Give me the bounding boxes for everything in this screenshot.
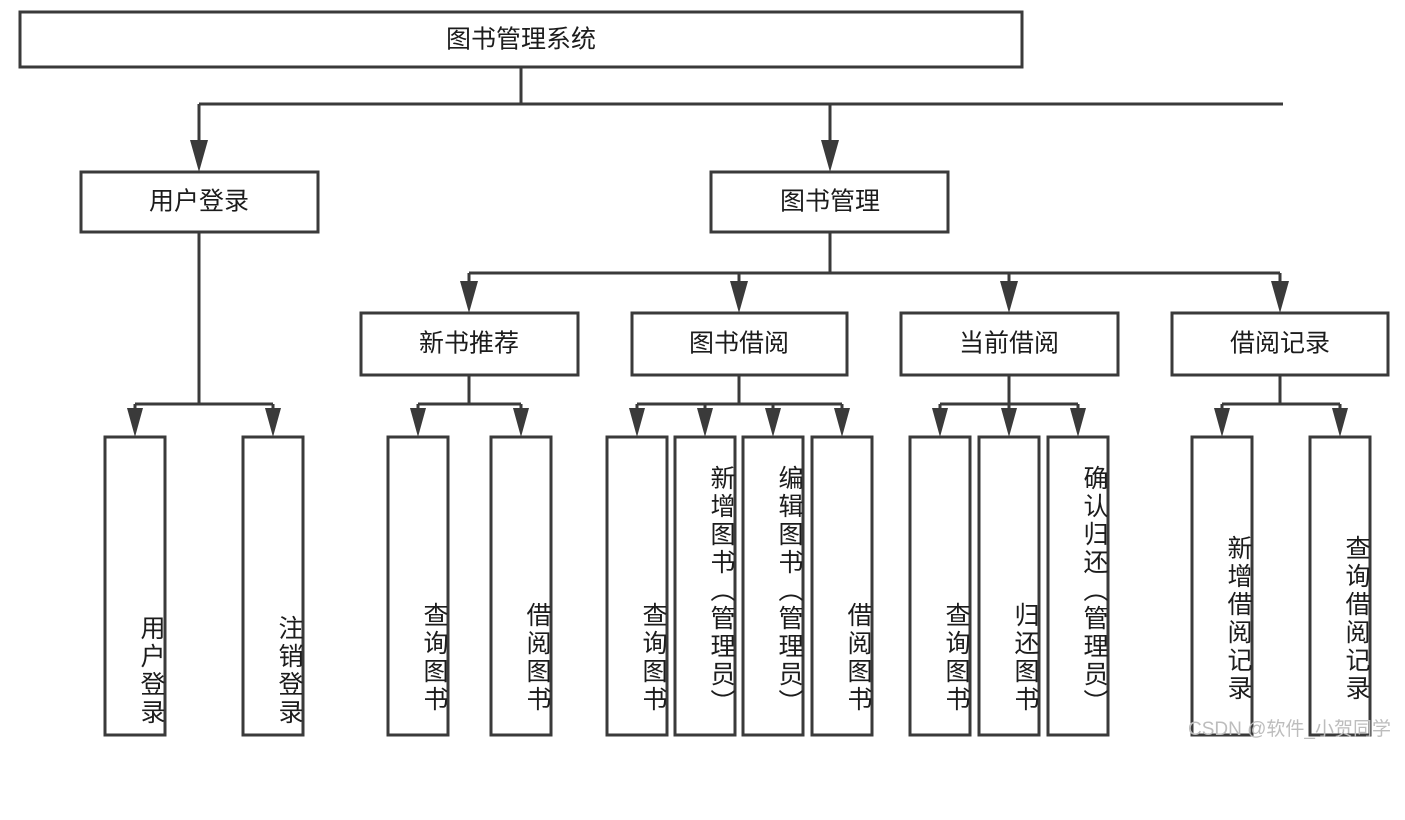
leaf-box[interactable] bbox=[605, 435, 669, 737]
leaf-box[interactable] bbox=[1308, 435, 1372, 737]
leaf-boxes bbox=[103, 435, 1372, 737]
connector-current-to-leaves bbox=[932, 375, 1086, 437]
arrow-head-icon bbox=[821, 140, 839, 172]
node-book-management[interactable]: 图书管理 bbox=[709, 170, 950, 234]
arrow-head-icon bbox=[730, 281, 748, 313]
node-current-borrow-label: 当前借阅 bbox=[959, 330, 1059, 358]
leaf-box[interactable] bbox=[810, 435, 874, 737]
node-root-label: 图书管理系统 bbox=[446, 26, 596, 54]
arrow-head-icon bbox=[1070, 408, 1086, 437]
arrow-head-icon bbox=[932, 408, 948, 437]
arrow-head-icon bbox=[834, 408, 850, 437]
arrow-head-icon bbox=[765, 408, 781, 437]
connector-borrow-to-leaves bbox=[629, 375, 850, 437]
node-user-login[interactable]: 用户登录 bbox=[79, 170, 320, 234]
arrow-head-icon bbox=[127, 408, 143, 437]
leaf-box[interactable] bbox=[741, 435, 805, 737]
arrow-head-icon bbox=[190, 140, 208, 172]
arrow-head-icon bbox=[1214, 408, 1230, 437]
leaf-box[interactable] bbox=[673, 435, 737, 737]
arrow-head-icon bbox=[1332, 408, 1348, 437]
connector-newbook-to-leaves bbox=[410, 375, 529, 437]
leaf-box[interactable] bbox=[1046, 435, 1110, 737]
arrow-head-icon bbox=[1271, 281, 1289, 313]
leaf-box[interactable] bbox=[103, 435, 167, 737]
arrow-head-icon bbox=[410, 408, 426, 437]
connector-bookmgmt-to-level3 bbox=[460, 232, 1289, 313]
node-borrow-record[interactable]: 借阅记录 bbox=[1170, 311, 1390, 377]
connector-record-to-leaves bbox=[1214, 375, 1348, 437]
arrow-head-icon bbox=[1000, 281, 1018, 313]
leaf-box[interactable] bbox=[386, 435, 450, 737]
arrow-head-icon bbox=[1001, 408, 1017, 437]
leaf-box[interactable] bbox=[241, 435, 305, 737]
node-new-book-recommend[interactable]: 新书推荐 bbox=[359, 311, 580, 377]
arrow-head-icon bbox=[460, 281, 478, 313]
node-book-borrow-label: 图书借阅 bbox=[689, 330, 789, 358]
leaf-box[interactable] bbox=[1190, 435, 1254, 737]
node-current-borrow[interactable]: 当前借阅 bbox=[899, 311, 1120, 377]
arrow-head-icon bbox=[697, 408, 713, 437]
arrow-head-icon bbox=[513, 408, 529, 437]
node-book-borrow[interactable]: 图书借阅 bbox=[630, 311, 849, 377]
tree-diagram-svg: 图书管理系统 用户登录 图书管理 新书推荐 图书借阅 当前借阅 借阅记录 bbox=[18, 10, 1390, 737]
node-borrow-record-label: 借阅记录 bbox=[1230, 330, 1330, 358]
connector-userlogin-to-leaves bbox=[127, 232, 281, 437]
node-root[interactable]: 图书管理系统 bbox=[18, 10, 1024, 69]
diagram-canvas: 图书管理系统 用户登录 图书管理 新书推荐 图书借阅 当前借阅 借阅记录 bbox=[18, 10, 1391, 740]
node-book-management-label: 图书管理 bbox=[780, 188, 880, 216]
watermark-text: CSDN @软件_小贺同学 bbox=[1188, 719, 1391, 740]
node-user-login-label: 用户登录 bbox=[149, 188, 249, 216]
leaf-box[interactable] bbox=[908, 435, 972, 737]
node-new-book-recommend-label: 新书推荐 bbox=[419, 330, 519, 358]
leaf-box[interactable] bbox=[977, 435, 1041, 737]
arrow-head-icon bbox=[265, 408, 281, 437]
connector-root-to-level2 bbox=[190, 67, 1283, 172]
leaf-box[interactable] bbox=[489, 435, 553, 737]
arrow-head-icon bbox=[629, 408, 645, 437]
